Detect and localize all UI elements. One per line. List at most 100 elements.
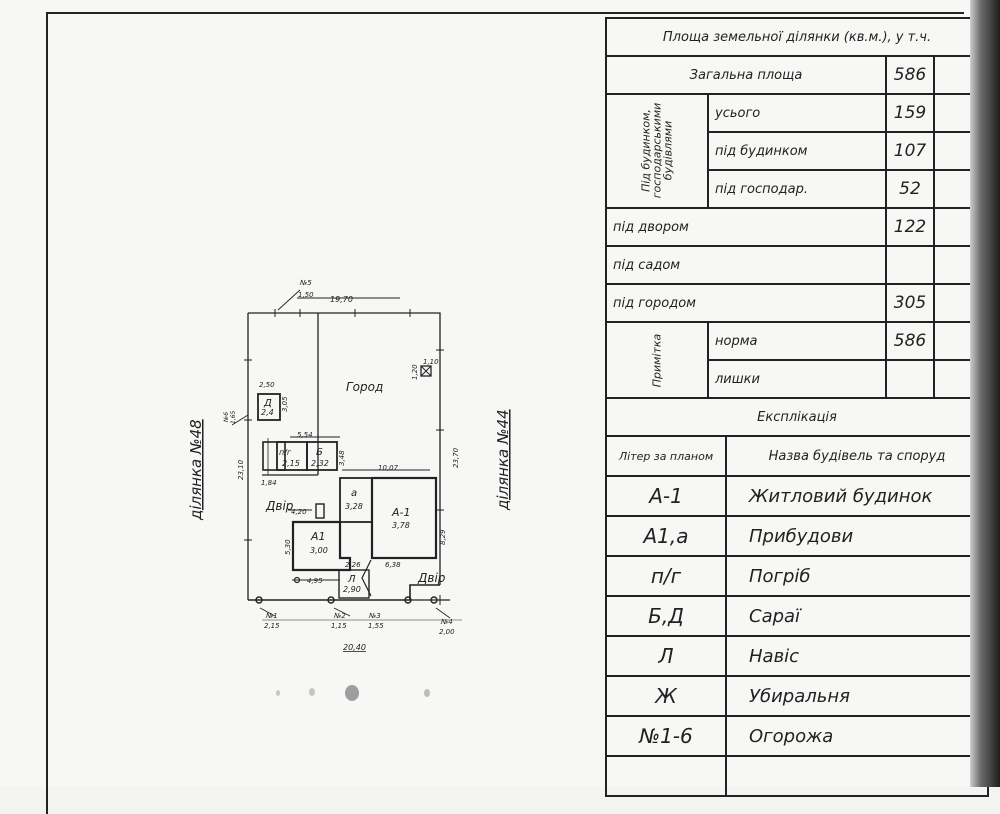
explication-title: Експлікація xyxy=(605,397,989,437)
fence-n1-length: 2,15 xyxy=(264,622,280,630)
explication-name: Навіс xyxy=(725,635,989,677)
fence-n6-length: 1,65 xyxy=(230,410,237,424)
explication-name: Прибудови xyxy=(725,515,989,557)
table-row: А-1 Житловий будинок xyxy=(605,475,989,517)
building-a-minus-1-label: А-1 xyxy=(391,506,411,519)
under-outbuildings-value: 52 xyxy=(885,169,935,209)
fence-n3: №3 xyxy=(368,612,381,620)
fence-n1: №1 xyxy=(265,612,278,620)
page-edge-shadow xyxy=(970,0,1000,787)
dim-10-07: 10,07 xyxy=(378,464,399,472)
building-a1-area: 3,00 xyxy=(310,546,328,555)
dim-4-95: 4,95 xyxy=(307,577,323,585)
fence-ticks xyxy=(244,309,444,605)
fence-n4-length: 2,00 xyxy=(439,628,455,636)
dim-left-side: 23,10 xyxy=(237,459,245,480)
dim-4-20: 4,20 xyxy=(291,508,307,516)
scan-smudges xyxy=(276,685,430,701)
under-orchard-value xyxy=(885,245,935,285)
table-row: А1,а Прибудови xyxy=(605,515,989,557)
dim-3-48: 3,48 xyxy=(338,450,346,466)
under-garden-value: 305 xyxy=(885,283,935,323)
explication-name: Погріб xyxy=(725,555,989,597)
explication-letter-header: Літер за планом xyxy=(605,435,727,477)
fence-n2-length: 1,15 xyxy=(331,622,347,630)
dim-6-38: 6,38 xyxy=(385,561,401,569)
yard-label: Двір xyxy=(265,499,294,513)
explication-code: А-1 xyxy=(605,475,727,517)
building-d-label: Д xyxy=(263,398,272,409)
fence-n2: №2 xyxy=(333,612,346,620)
dim-right-side: 23,70 xyxy=(452,447,460,468)
building-d xyxy=(257,393,281,421)
explication-name xyxy=(725,755,989,797)
dim-1-84: 1,84 xyxy=(261,479,277,487)
building-a-label: а xyxy=(351,488,357,499)
under-garden-label: під городом xyxy=(605,283,887,323)
explication-name: Сараї xyxy=(725,595,989,637)
fence-n5-length: 1,50 xyxy=(298,291,314,299)
building-a xyxy=(339,477,373,523)
building-a1-label: А1 xyxy=(310,530,326,543)
neighbor-left-label: ділянка №48 xyxy=(187,419,205,521)
fence-bottom xyxy=(248,584,440,601)
building-a-minus-1-area: 3,78 xyxy=(392,521,410,530)
plot-boundary-top-right xyxy=(248,312,441,585)
garden-label: Город xyxy=(346,380,383,394)
dim-top: 19,70 xyxy=(330,295,353,304)
site-plan: ділянка №48 ділянка №44 Город Двір Двір … xyxy=(187,279,512,701)
under-yard-value: 122 xyxy=(885,207,935,247)
canopy-l-area: 2,90 xyxy=(343,585,361,594)
under-yard-label: під двором xyxy=(605,207,887,247)
building-b-area: 2,32 xyxy=(311,459,329,468)
total-area-value: 586 xyxy=(885,55,935,95)
dim-2-50: 2,50 xyxy=(259,381,275,389)
explication-code: Л xyxy=(605,635,727,677)
neighbor-right-label: ділянка №44 xyxy=(494,409,512,511)
dim-2-26: 2,26 xyxy=(345,561,361,569)
excess-label: лишки xyxy=(707,359,887,399)
building-a-minus-1 xyxy=(370,476,438,560)
land-area-table: Площа земельної ділянки (кв.м.), у т.ч. … xyxy=(605,17,989,797)
total-area-label: Загальна площа xyxy=(605,55,887,95)
building-pg-area: 2,15 xyxy=(282,459,300,468)
all-buildings-value: 159 xyxy=(885,93,935,133)
fence-n3-length: 1,55 xyxy=(368,622,384,630)
document-sheet: ділянка №48 ділянка №44 Город Двір Двір … xyxy=(46,0,1000,814)
building-d-area: 2,4 xyxy=(261,408,274,417)
under-house-value: 107 xyxy=(885,131,935,171)
drawing-frame xyxy=(46,12,964,814)
canopy-l-label: Л xyxy=(347,574,356,585)
canopy-arrow xyxy=(361,559,372,597)
fence-n5: №5 xyxy=(299,279,312,287)
dim-5-30: 5,30 xyxy=(284,539,292,555)
table-row xyxy=(605,755,989,797)
table-row: Б,Д Сараї xyxy=(605,595,989,637)
fence-n4: №4 xyxy=(440,618,453,626)
explication-code xyxy=(605,755,727,797)
building-x xyxy=(420,365,432,377)
norm-label: норма xyxy=(707,321,887,361)
under-orchard-label: під садом xyxy=(605,245,887,285)
dim-5-54: 5,54 xyxy=(297,431,313,439)
explication-code: №1-6 xyxy=(605,715,727,757)
dim-8-29: 8,29 xyxy=(439,529,447,545)
table-row: Ж Убиральня xyxy=(605,675,989,717)
explication-name: Убиральня xyxy=(725,675,989,717)
building-pg-outline xyxy=(262,441,286,471)
table-row: п/г Погріб xyxy=(605,555,989,597)
canopy-l xyxy=(338,569,370,599)
dim-3-05: 3,05 xyxy=(281,396,289,412)
explication-code: Ж xyxy=(605,675,727,717)
building-b xyxy=(306,441,338,471)
explication-name: Огорожа xyxy=(725,715,989,757)
explication-code: Б,Д xyxy=(605,595,727,637)
area-table-title: Площа земельної ділянки (кв.м.), у т.ч. xyxy=(605,17,989,57)
note-label: Примітка xyxy=(605,321,709,399)
buildings-group-label: Під будинком, господарськими будівлями xyxy=(605,93,709,209)
building-a1 xyxy=(291,520,352,572)
building-b-label: Б xyxy=(316,447,323,458)
porch xyxy=(315,503,325,519)
norm-value: 586 xyxy=(885,321,935,361)
building-x-area: 1,10 xyxy=(423,358,439,366)
